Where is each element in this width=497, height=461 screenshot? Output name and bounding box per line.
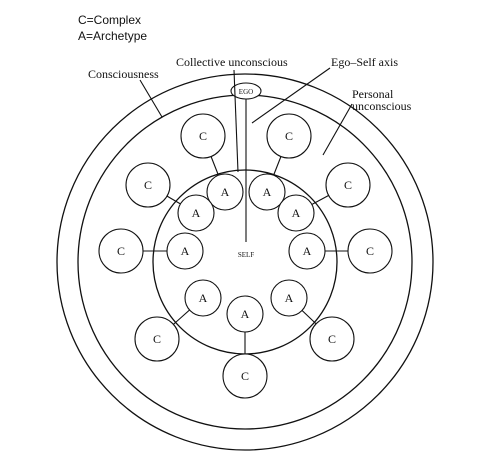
complex-symbol: C bbox=[366, 244, 374, 258]
archetype-symbol: A bbox=[241, 307, 250, 321]
self-label: SELF bbox=[238, 251, 254, 259]
complex-node: C bbox=[266, 113, 312, 159]
ego-self-axis-leader bbox=[251, 67, 331, 124]
complex-symbol: C bbox=[344, 178, 352, 192]
archetype-symbol: A bbox=[303, 244, 312, 258]
collective-leader bbox=[233, 69, 239, 173]
legend-complex: C=Complex bbox=[78, 13, 141, 27]
consciousness-ring bbox=[56, 73, 434, 451]
archetype-node: A bbox=[270, 279, 308, 317]
consciousness-leader bbox=[139, 79, 163, 118]
complex-symbol: C bbox=[153, 332, 161, 346]
personal-unconscious-leader bbox=[322, 103, 353, 156]
archetype-node: A bbox=[248, 173, 286, 211]
archetype-node: A bbox=[277, 194, 315, 232]
ego-self-axis-label: Ego–Self axis bbox=[331, 55, 398, 69]
archetype-node: A bbox=[206, 173, 244, 211]
consciousness-label: Consciousness bbox=[88, 67, 159, 81]
archetype-symbol: A bbox=[292, 206, 301, 220]
legend-archetype: A=Archetype bbox=[78, 29, 147, 43]
complex-symbol: C bbox=[117, 244, 125, 258]
complex-node: C bbox=[309, 316, 355, 362]
complex-node: C bbox=[180, 113, 226, 159]
complex-node: C bbox=[98, 228, 144, 274]
archetype-symbol: A bbox=[263, 185, 272, 199]
complex-symbol: C bbox=[199, 129, 207, 143]
archetype-symbol: A bbox=[181, 244, 190, 258]
complex-node: C bbox=[134, 316, 180, 362]
ego-label: EGO bbox=[239, 88, 253, 96]
complex-node: C bbox=[325, 162, 371, 208]
complex-symbol: C bbox=[241, 369, 249, 383]
personal-unconscious-label-line1: Personal bbox=[352, 87, 394, 101]
archetype-symbol: A bbox=[192, 206, 201, 220]
collective-unconscious-label: Collective unconscious bbox=[176, 55, 288, 69]
archetype-symbol: A bbox=[221, 185, 230, 199]
complex-node: C bbox=[222, 353, 268, 399]
complex-symbol: C bbox=[328, 332, 336, 346]
archetype-node: A bbox=[226, 295, 264, 333]
archetype-node: A bbox=[288, 232, 326, 270]
archetype-symbol: A bbox=[285, 291, 294, 305]
complex-node: C bbox=[347, 228, 393, 274]
complex-node: C bbox=[125, 162, 171, 208]
archetype-symbol: A bbox=[199, 291, 208, 305]
complex-symbol: C bbox=[285, 129, 293, 143]
archetype-node: A bbox=[177, 194, 215, 232]
archetype-node: A bbox=[166, 232, 204, 270]
personal-unconscious-label-line2: unconscious bbox=[352, 99, 412, 113]
complex-symbol: C bbox=[144, 178, 152, 192]
archetype-node: A bbox=[184, 279, 222, 317]
